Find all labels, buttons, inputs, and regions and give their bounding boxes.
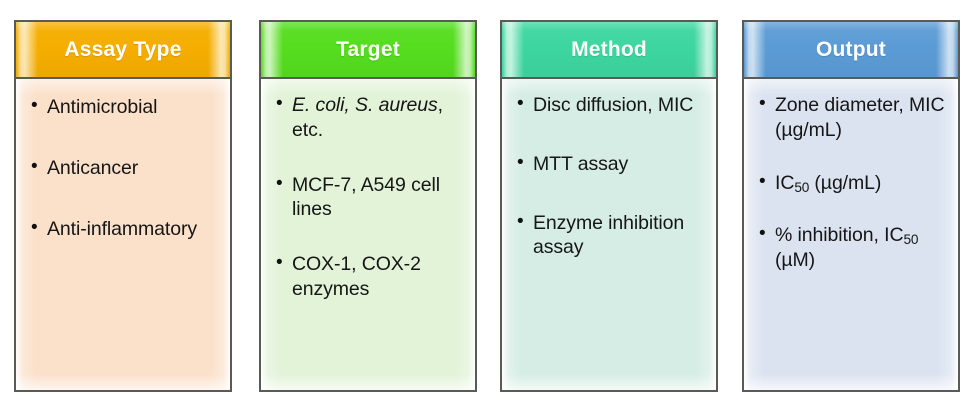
column-header-method: Method xyxy=(502,22,716,79)
column-body-assay-type: Antimicrobial Anticancer Anti-inflammato… xyxy=(16,79,230,390)
list-item-text: Disc diffusion, MIC xyxy=(533,94,694,116)
list-item-text: Zone diameter, MIC (µg/mL) xyxy=(775,94,945,141)
list-item: MCF-7, A549 cell lines xyxy=(275,172,465,223)
column-header-label: Assay Type xyxy=(64,37,182,61)
bullet-list: E. coli, S. aureus, etc. MCF-7, A549 cel… xyxy=(261,79,475,390)
list-item-text: (µg/mL) xyxy=(809,171,882,194)
bullet-list: Antimicrobial Anticancer Anti-inflammato… xyxy=(16,79,230,390)
bullet-list: Disc diffusion, MIC MTT assay Enzyme inh… xyxy=(502,79,716,390)
column-header-label: Method xyxy=(571,37,647,61)
list-item-text: % inhibition, IC xyxy=(775,224,904,247)
column-header-label: Output xyxy=(815,37,886,61)
column-body-output: Zone diameter, MIC (µg/mL) IC50 (µg/mL) … xyxy=(744,79,958,390)
list-item-text: Antimicrobial xyxy=(47,96,158,118)
list-item-text: MCF-7, A549 cell lines xyxy=(292,173,440,221)
list-item: Anticancer xyxy=(30,155,220,181)
column-header-target: Target xyxy=(261,22,475,79)
list-item: IC50 (µg/mL) xyxy=(758,170,948,196)
column-assay-type: Assay Type Antimicrobial Anticancer Anti… xyxy=(14,20,232,392)
column-output: Output Zone diameter, MIC (µg/mL) IC50 (… xyxy=(742,20,960,392)
list-item-subscript: 50 xyxy=(794,179,810,195)
list-item-text: Enzyme inhibition assay xyxy=(533,211,685,259)
list-item: Anti-inflammatory xyxy=(30,216,220,242)
column-method: Method Disc diffusion, MIC MTT assay Enz… xyxy=(500,20,718,392)
list-item: Disc diffusion, MIC xyxy=(516,92,706,118)
list-item-text: COX-1, COX-2 enzymes xyxy=(292,253,421,300)
list-item: Enzyme inhibition assay xyxy=(516,210,706,261)
list-item: Antimicrobial xyxy=(30,94,220,120)
list-item: MTT assay xyxy=(516,151,706,177)
column-header-label: Target xyxy=(336,37,400,61)
column-header-assay-type: Assay Type xyxy=(16,22,230,79)
column-target: Target E. coli, S. aureus, etc. MCF-7, A… xyxy=(259,20,477,392)
list-item-subscript: 50 xyxy=(903,232,919,248)
bullet-list: Zone diameter, MIC (µg/mL) IC50 (µg/mL) … xyxy=(744,79,958,390)
list-item-text: MTT assay xyxy=(533,152,629,175)
list-item: % inhibition, IC50 (µM) xyxy=(758,222,948,273)
column-body-target: E. coli, S. aureus, etc. MCF-7, A549 cel… xyxy=(261,79,475,390)
list-item-text: IC xyxy=(775,171,795,194)
column-header-output: Output xyxy=(744,22,958,79)
list-item-text: Anti-inflammatory xyxy=(47,217,198,240)
list-item-italic: E. coli, S. aureus xyxy=(292,94,438,116)
list-item-text: Anticancer xyxy=(47,156,139,179)
list-item: COX-1, COX-2 enzymes xyxy=(275,251,465,302)
list-item-text: (µM) xyxy=(775,249,816,271)
list-item: Zone diameter, MIC (µg/mL) xyxy=(758,92,948,143)
column-body-method: Disc diffusion, MIC MTT assay Enzyme inh… xyxy=(502,79,716,390)
list-item: E. coli, S. aureus, etc. xyxy=(275,92,465,143)
